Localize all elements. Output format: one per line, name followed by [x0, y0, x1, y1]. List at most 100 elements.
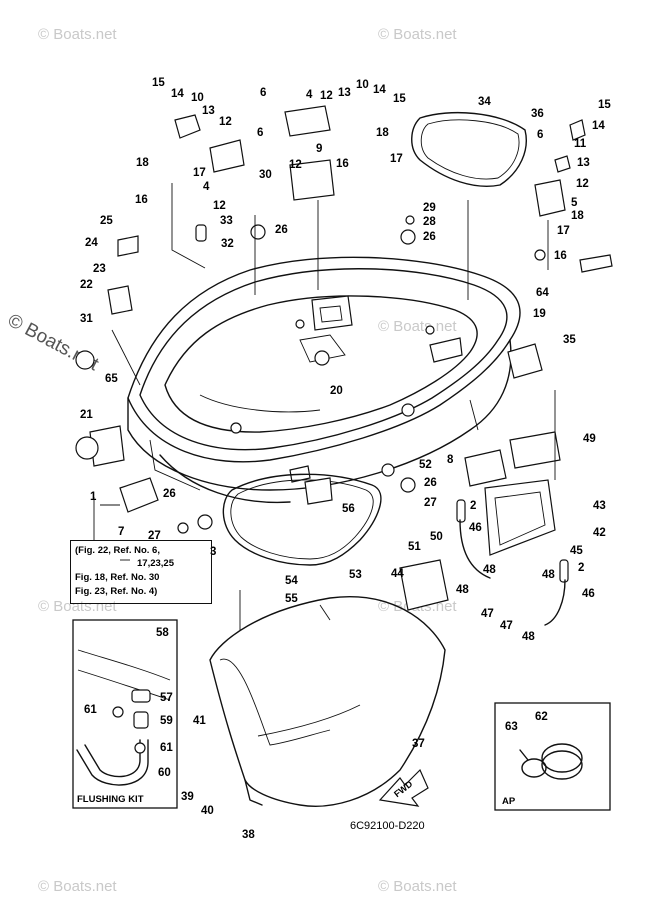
callout-48: 48: [522, 631, 535, 643]
callout-18: 18: [571, 210, 584, 222]
callout-46: 46: [582, 588, 595, 600]
callout-48: 48: [456, 584, 469, 596]
ap-box: [494, 702, 611, 811]
callout-17: 17: [557, 225, 570, 237]
callout-16: 16: [554, 250, 567, 262]
callout-44: 44: [391, 568, 404, 580]
callout-61: 61: [160, 742, 173, 754]
callout-8: 8: [447, 454, 454, 466]
callout-46: 46: [469, 522, 482, 534]
note-line: 17,23,25: [137, 558, 174, 569]
callout-4: 4: [306, 89, 313, 101]
callout-33: 33: [220, 215, 233, 227]
bottom-cover: [209, 596, 446, 807]
callout-52: 52: [419, 459, 432, 471]
watermark: © Boats.net: [378, 878, 457, 895]
callout-43: 43: [593, 500, 606, 512]
watermark: © Boats.net: [38, 598, 117, 615]
callout-48: 48: [542, 569, 555, 581]
callout-6: 6: [537, 129, 543, 141]
callout-3: 3: [210, 546, 216, 558]
callout-27: 27: [148, 530, 161, 542]
callout-12: 12: [213, 200, 226, 212]
watermark: © Boats.net: [38, 26, 117, 43]
callout-28: 28: [423, 216, 436, 228]
callout-45: 45: [570, 545, 583, 557]
air-duct-cover: [411, 111, 527, 187]
callout-37: 37: [412, 738, 425, 750]
callout-30: 30: [259, 169, 272, 181]
callout-42: 42: [593, 527, 606, 539]
callout-19: 19: [533, 308, 546, 320]
callout-10: 10: [356, 79, 369, 91]
callout-13: 13: [202, 105, 215, 117]
callout-49: 49: [583, 433, 596, 445]
watermark: © Boats.net: [38, 878, 117, 895]
callout-7: 7: [118, 526, 124, 538]
callout-63: 63: [505, 721, 518, 733]
callout-56: 56: [342, 503, 355, 515]
callout-16: 16: [135, 194, 148, 206]
callout-62: 62: [535, 711, 548, 723]
callout-labels: 1 2 2 3 4 4 5 6 6 6 7 8 9 10 10 11 12 12…: [80, 77, 611, 841]
callout-29: 29: [423, 202, 436, 214]
callout-17: 17: [193, 167, 206, 179]
callout-24: 24: [85, 237, 98, 249]
callout-12: 12: [320, 90, 333, 102]
callout-26: 26: [275, 224, 288, 236]
ap-label: AP: [502, 796, 516, 807]
callout-16: 16: [336, 158, 349, 170]
callout-15: 15: [393, 93, 406, 105]
callout-58: 58: [156, 627, 169, 639]
flushing-kit-label: FLUSHING KIT: [77, 794, 144, 805]
callout-32: 32: [221, 238, 234, 250]
callout-1: 1: [90, 491, 97, 503]
callout-57: 57: [160, 692, 173, 704]
callout-40: 40: [201, 805, 214, 817]
callout-50: 50: [430, 531, 443, 543]
callout-5: 5: [571, 197, 578, 209]
note-line: Fig. 23, Ref. No. 4): [75, 586, 158, 597]
callout-25: 25: [100, 215, 113, 227]
bottom-cowling: [127, 256, 521, 504]
callout-2: 2: [578, 562, 584, 574]
callout-4: 4: [203, 181, 210, 193]
watermark: © Boats.net: [378, 318, 457, 335]
callout-9: 9: [316, 143, 322, 155]
callout-12: 12: [289, 159, 302, 171]
callout-27: 27: [424, 497, 437, 509]
watermark: © Boats.net: [378, 26, 457, 43]
callout-53: 53: [349, 569, 362, 581]
callout-60: 60: [158, 767, 171, 779]
callout-18: 18: [376, 127, 389, 139]
callout-35: 35: [563, 334, 576, 346]
callout-2: 2: [470, 500, 476, 512]
callout-41: 41: [193, 715, 206, 727]
note-line: (Fig. 22, Ref. No. 6,: [75, 545, 160, 556]
callout-17: 17: [390, 153, 403, 165]
callout-64: 64: [536, 287, 549, 299]
callout-54: 54: [285, 575, 298, 587]
callout-21: 21: [80, 409, 93, 421]
callout-13: 13: [338, 87, 351, 99]
callout-23: 23: [93, 263, 106, 275]
callout-47: 47: [500, 620, 513, 632]
callout-11: 11: [574, 138, 587, 150]
callout-6: 6: [257, 127, 263, 139]
callout-26: 26: [423, 231, 436, 243]
leader-lines: [93, 183, 556, 630]
callout-14: 14: [373, 84, 386, 96]
callout-18: 18: [136, 157, 149, 169]
callout-48: 48: [483, 564, 496, 576]
callout-55: 55: [285, 593, 298, 605]
callout-12: 12: [219, 116, 232, 128]
diagram-code: 6C92100-D220: [350, 820, 425, 832]
callout-20: 20: [330, 385, 343, 397]
callout-12: 12: [576, 178, 589, 190]
callout-36: 36: [531, 108, 544, 120]
flushing-kit-box: [72, 619, 178, 809]
callout-61: 61: [84, 704, 97, 716]
callout-31: 31: [80, 313, 93, 325]
callout-65: 65: [105, 373, 118, 385]
